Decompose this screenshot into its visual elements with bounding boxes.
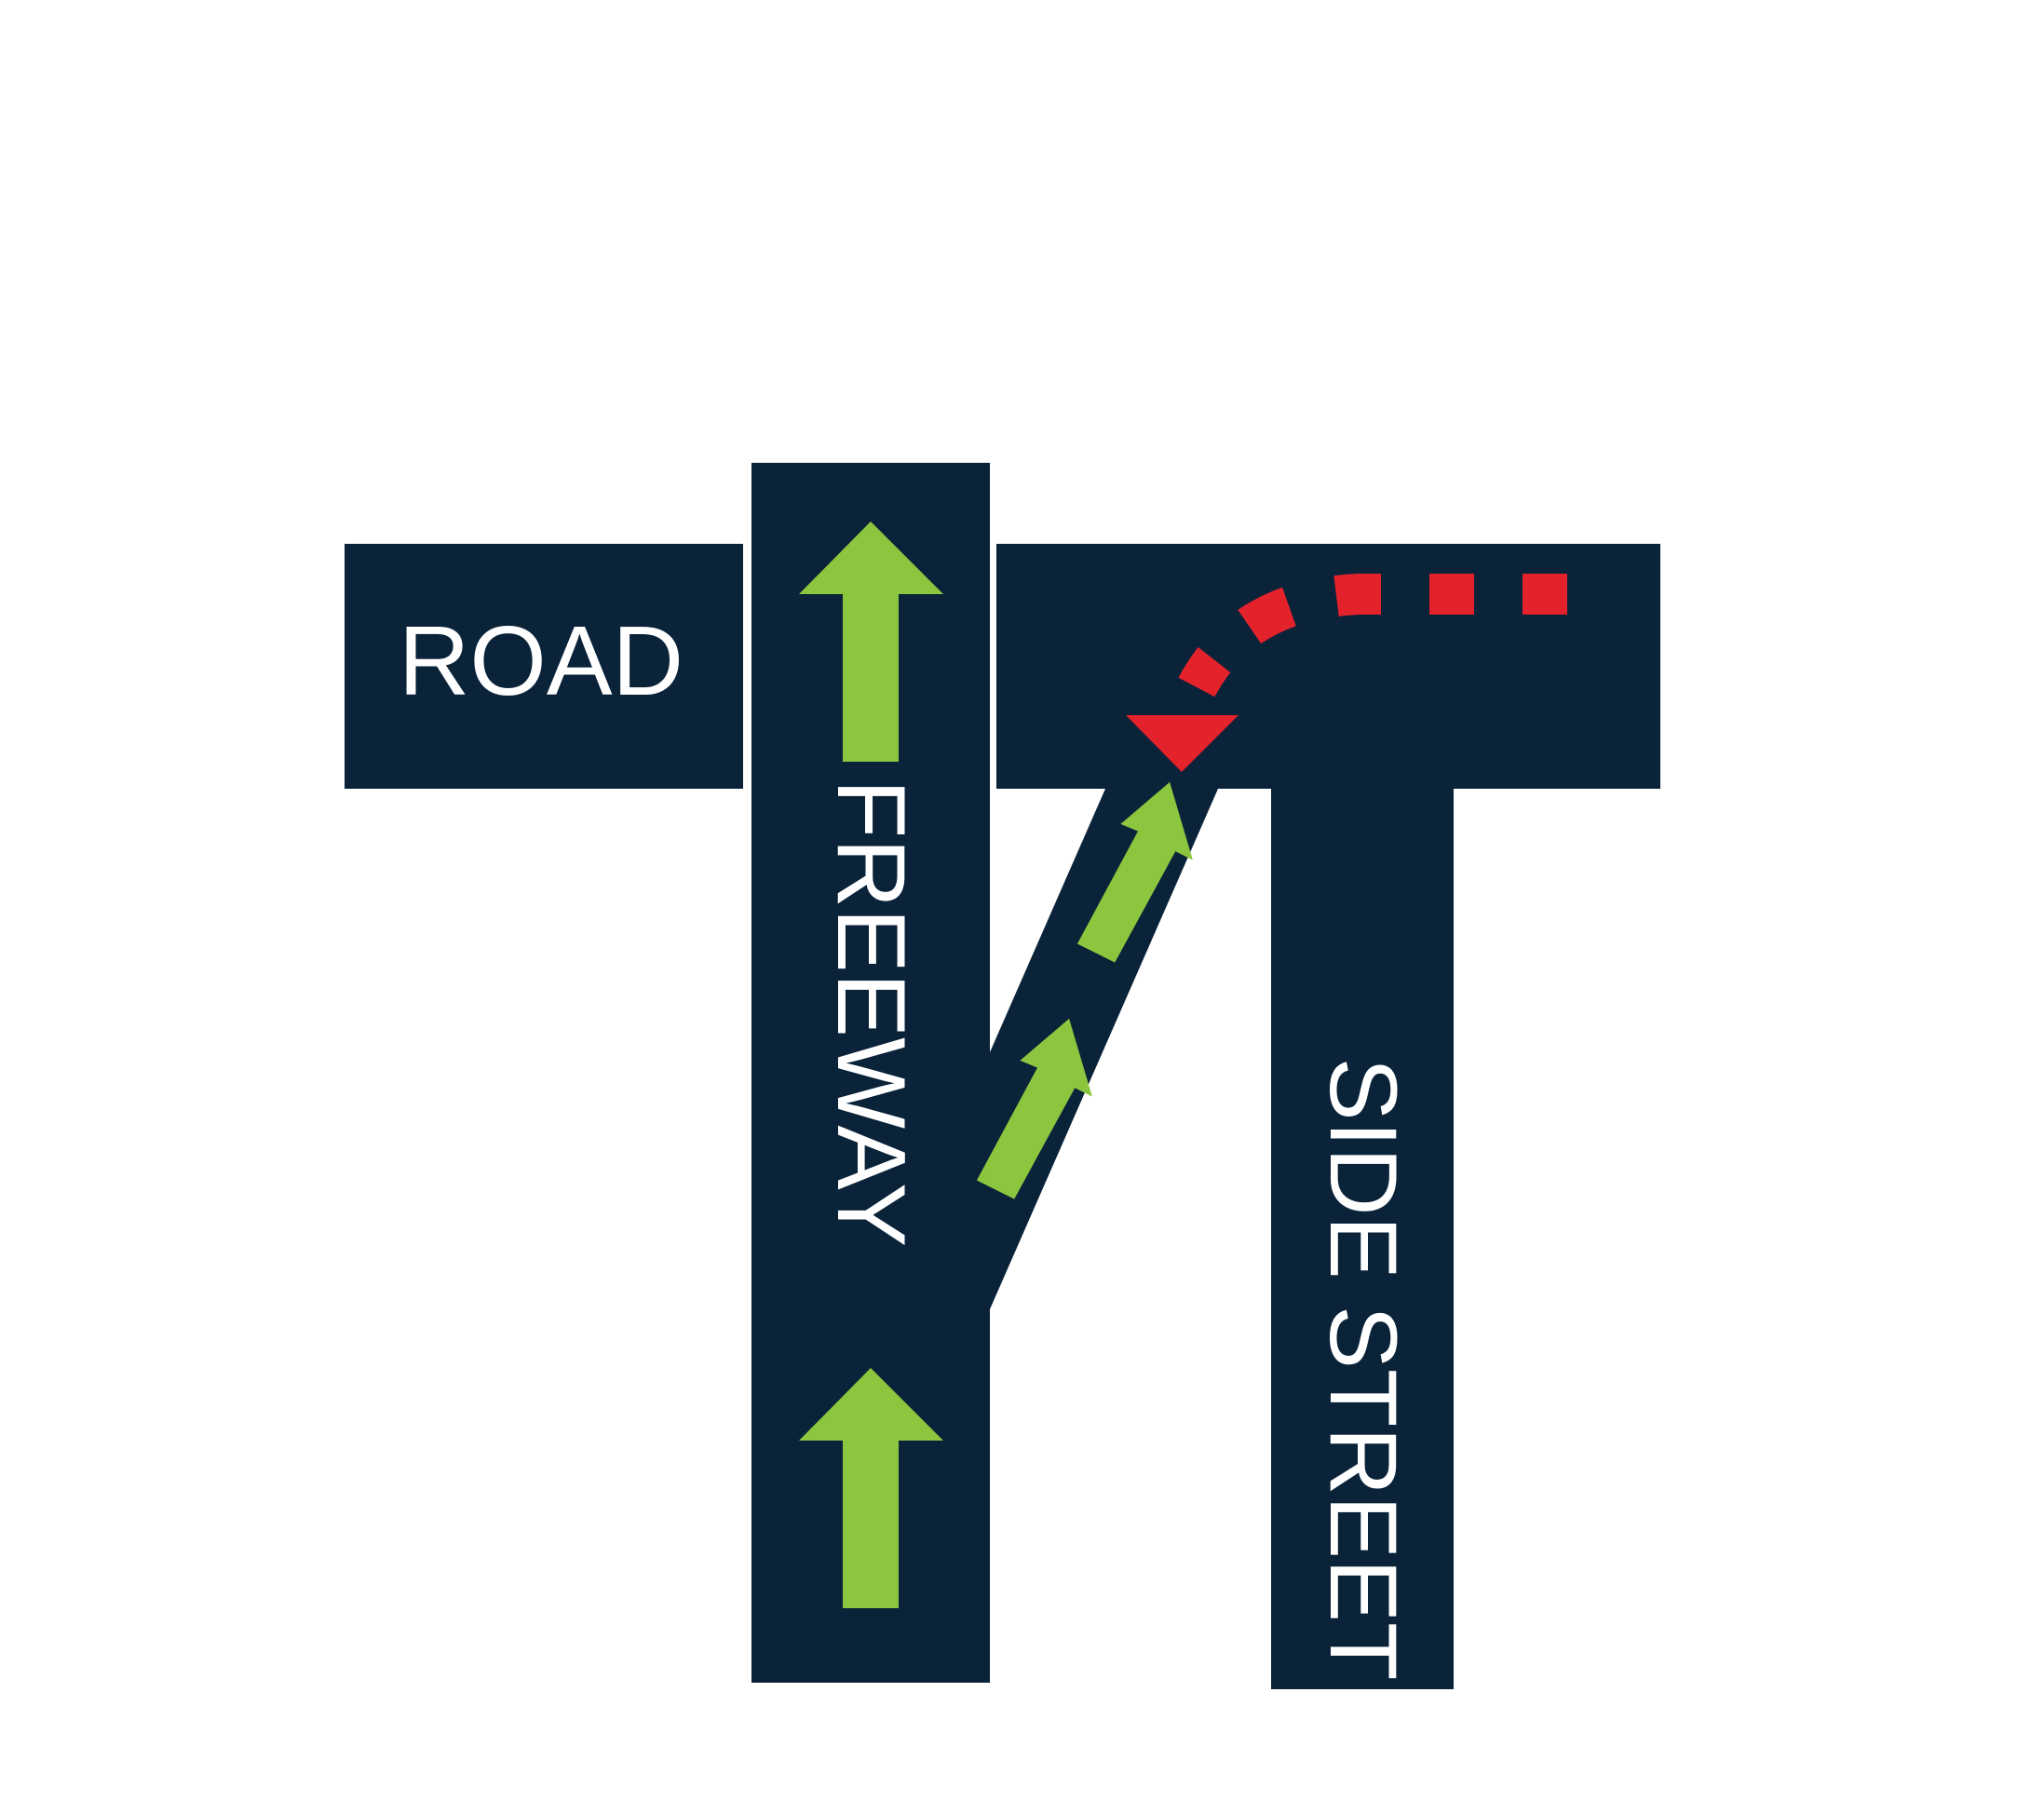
ramp-arrow-lower — [976, 1018, 1092, 1199]
red-triangle-icon — [1126, 715, 1239, 772]
freeway-label: FREEWAY — [817, 779, 925, 1248]
road-label: ROAD — [399, 606, 684, 716]
ramp-arrow-upper — [1076, 781, 1193, 963]
arrow-up-icon — [799, 1368, 943, 1608]
road-block — [345, 544, 743, 789]
diagonal-arrow-icon — [1076, 781, 1193, 963]
arrow-up-icon — [799, 521, 943, 762]
diagonal-arrow-icon — [976, 1018, 1092, 1199]
freeway-arrow-bottom — [799, 1368, 943, 1608]
turn-path-dashes — [1178, 574, 1567, 697]
freeway-arrow-top — [799, 521, 943, 762]
side-street-label: SIDE STREET — [1310, 1058, 1416, 1681]
side-street — [1271, 787, 1454, 1689]
turn-path — [1126, 574, 1567, 772]
ramp — [990, 789, 1218, 1309]
